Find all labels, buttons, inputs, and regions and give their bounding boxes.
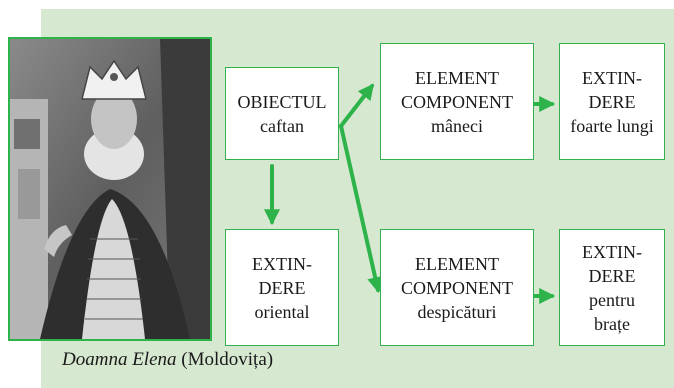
box-text: oriental <box>255 300 310 324</box>
box-text: ELEMENT <box>415 252 499 276</box>
box-text: ELEMENT <box>415 66 499 90</box>
box-extension-arm-openings: EXTIN- DERE pentru brațe <box>559 229 665 346</box>
box-extension-long-sleeves: EXTIN- DERE foarte lungi <box>559 43 665 160</box>
box-text: EXTIN- <box>582 66 642 90</box>
box-text: EXTIN- <box>582 240 642 264</box>
box-text: COMPONENT <box>401 90 513 114</box>
box-element-slits: ELEMENT COMPONENT despicături <box>380 229 534 346</box>
box-text: caftan <box>260 114 304 138</box>
box-text: EXTIN- <box>252 252 312 276</box>
box-text: DERE <box>589 264 636 288</box>
box-text: COMPONENT <box>401 276 513 300</box>
arrow-object-to-slits <box>341 126 378 290</box>
box-text: despicături <box>418 300 497 324</box>
box-text: DERE <box>259 276 306 300</box>
box-text: foarte lungi <box>570 114 653 138</box>
box-text: mâneci <box>431 114 483 138</box>
box-text: OBIECTUL <box>238 90 327 114</box>
box-element-sleeves: ELEMENT COMPONENT mâneci <box>380 43 534 160</box>
box-text: DERE <box>589 90 636 114</box>
box-object-caftan: OBIECTUL caftan <box>225 67 339 160</box>
arrow-object-to-sleeves <box>341 86 372 126</box>
box-extension-oriental: EXTIN- DERE oriental <box>225 229 339 346</box>
box-text: brațe <box>594 312 630 336</box>
box-text: pentru <box>589 288 635 312</box>
